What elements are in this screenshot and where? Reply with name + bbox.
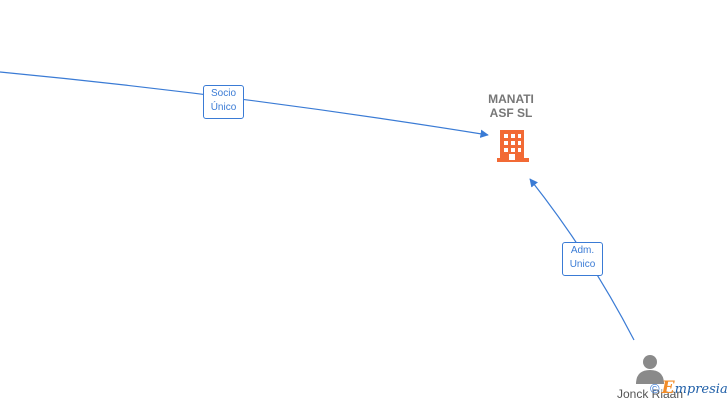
edge-label-line: Unico: [569, 259, 596, 270]
company-name-line: MANATI: [488, 92, 534, 106]
edge-label-socio-unico[interactable]: Socio Único: [203, 85, 244, 119]
copyright-symbol: ©: [650, 380, 660, 396]
edge-label-line: Socio: [210, 88, 236, 99]
brand-logo: Empresia: [662, 378, 728, 398]
edge-label-line: Único: [210, 102, 237, 113]
person-node-label[interactable]: Jonck Riaan: [616, 387, 684, 401]
brand-rest: mpresia: [674, 382, 728, 397]
empresia-watermark: © Empresia: [650, 378, 728, 398]
edge-label-line: Adm.: [570, 245, 595, 256]
company-node-label[interactable]: MANATI ASF SL: [470, 92, 552, 120]
edge-label-adm-unico[interactable]: Adm. Unico: [562, 242, 603, 276]
brand-initial: E: [661, 378, 675, 398]
building-icon[interactable]: [497, 130, 529, 162]
person-icon[interactable]: [636, 355, 664, 384]
edge-socio-unico: [0, 71, 489, 138]
company-name-line: ASF SL: [489, 106, 533, 120]
